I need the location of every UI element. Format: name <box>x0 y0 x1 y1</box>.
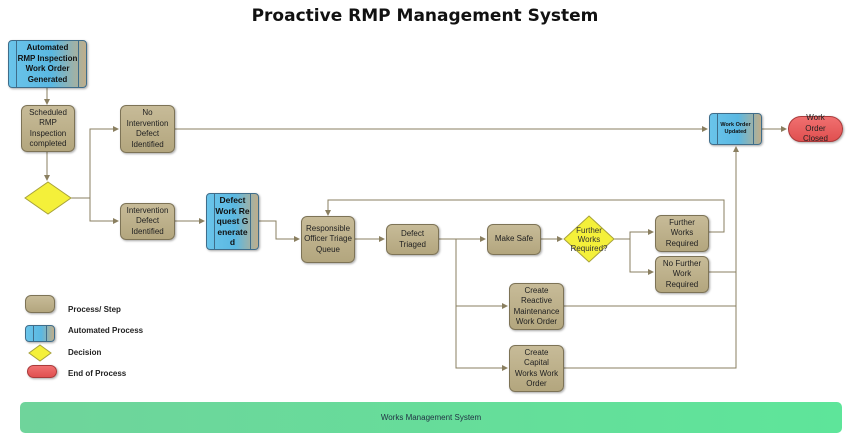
scheduled-inspection-node[interactable]: Scheduled RMP Inspection completed <box>21 105 75 152</box>
further-works-label: Further Works Required <box>665 217 699 248</box>
no-intervention-node[interactable]: No Intervention Defect Identified <box>120 105 175 153</box>
reactive-maintenance-node[interactable]: Create Reactive Maintenance Work Order <box>509 283 564 330</box>
edge-triaged-to-reactive <box>439 238 508 309</box>
intervention-label: Intervention Defect Identified <box>126 205 169 236</box>
further-works-decision-diamond[interactable]: Further Works Required? <box>563 215 615 263</box>
edge-decision-to-no-intervention <box>71 126 119 199</box>
legend-automated-swatch <box>25 325 55 342</box>
diagram-title: Proactive RMP Management System <box>251 6 599 26</box>
legend-automated-label: Automated Process <box>68 326 144 335</box>
capital-works-label: Create Capital Works Work Order <box>514 347 559 389</box>
work-order-closed-label: Work Order Closed <box>803 113 828 144</box>
no-intervention-label: No Intervention Defect Identified <box>126 108 169 149</box>
edge-decision-to-intervention <box>71 197 119 224</box>
edge-triaged-to-capital <box>455 306 508 371</box>
works-management-system-label: Works Management System <box>380 413 482 422</box>
capital-works-node[interactable]: Create Capital Works Work Order <box>509 345 564 392</box>
edge-decision-to-further <box>614 229 654 240</box>
defect-triaged-label: Defect Triaged <box>399 229 426 249</box>
intervention-node[interactable]: Intervention Defect Identified <box>120 203 175 240</box>
legend-decision-label: Decision <box>68 348 102 357</box>
edge-capital-to-updated <box>564 272 737 369</box>
legend-end-swatch <box>27 365 57 378</box>
decision-shape <box>24 181 72 215</box>
legend-decision-swatch <box>28 344 52 362</box>
inspection-decision-diamond[interactable] <box>24 181 72 215</box>
no-further-works-node[interactable]: No Further Work Required <box>655 256 709 293</box>
legend-process-label: Process/ Step <box>68 305 121 314</box>
no-further-works-label: No Further Work Required <box>662 258 702 289</box>
further-works-question-label: Further Works Required? <box>570 225 608 253</box>
legend-process-swatch <box>25 295 55 313</box>
further-works-node[interactable]: Further Works Required <box>655 215 709 252</box>
edge-further-loop-to-triage <box>325 199 725 233</box>
scheduled-inspection-label: Scheduled RMP Inspection completed <box>29 107 67 149</box>
edge-nofurther-to-updated <box>709 146 739 273</box>
automated-inspection-node[interactable]: Automated RMP Inspection Work Order Gene… <box>8 40 87 88</box>
triage-queue-label: Responsible Officer Triage Queue <box>304 223 352 254</box>
work-order-closed-node[interactable]: Work Order Closed <box>788 113 843 144</box>
reactive-maintenance-label: Create Reactive Maintenance Work Order <box>513 285 560 327</box>
defect-request-node[interactable]: Defect Work Request Generated <box>206 193 259 250</box>
works-management-system-bar: Works Management System <box>20 402 842 433</box>
edge-decision-to-nofurther <box>629 239 654 275</box>
triage-queue-node[interactable]: Responsible Officer Triage Queue <box>301 216 355 263</box>
decision-shape <box>563 215 615 263</box>
defect-triaged-node[interactable]: Defect Triaged <box>386 224 439 255</box>
automated-inspection-label: Automated RMP Inspection Work Order Gene… <box>17 43 78 84</box>
make-safe-label: Make Safe <box>494 234 534 244</box>
work-order-updated-label: Work Order Updated <box>720 122 751 135</box>
make-safe-node[interactable]: Make Safe <box>487 224 541 255</box>
edge-request-to-triage <box>259 220 300 242</box>
defect-request-label: Defect Work Request Generated <box>215 195 250 248</box>
legend-end-label: End of Process <box>68 369 127 378</box>
work-order-updated-node[interactable]: Work Order Updated <box>709 113 762 145</box>
